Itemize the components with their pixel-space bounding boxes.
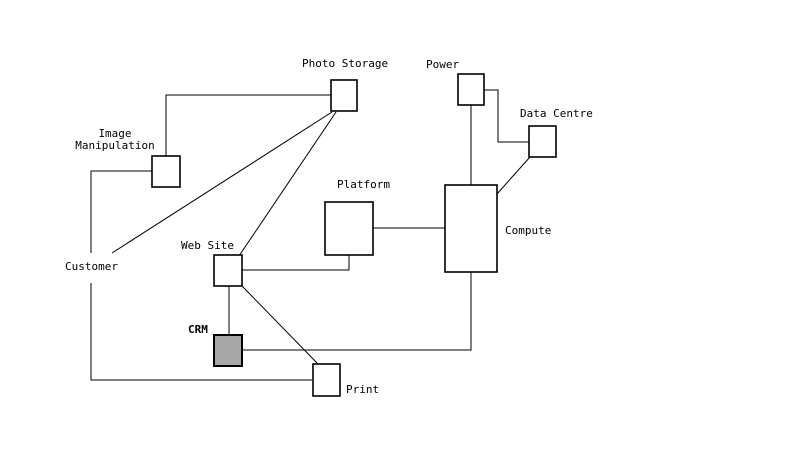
label-photo-storage: Photo Storage: [302, 57, 389, 70]
node-platform[interactable]: [324, 201, 374, 256]
edge-web-site-platform: [242, 255, 350, 271]
label-compute: Compute: [505, 224, 552, 237]
label-customer: Customer: [65, 260, 118, 273]
edge-image-manipulation-photo-storage: [165, 94, 331, 156]
edge-crm-compute: [242, 272, 472, 351]
node-image-manipulation[interactable]: [151, 155, 181, 188]
edge-web-site-print: [241, 285, 319, 365]
edge-customer-print: [90, 283, 312, 381]
node-print[interactable]: [312, 363, 341, 397]
edge-customer-photo-storage: [111, 111, 333, 254]
node-crm[interactable]: [213, 334, 243, 367]
label-image-manipulation-line2: Manipulation: [75, 139, 155, 152]
node-compute[interactable]: [444, 184, 498, 273]
edge-customer-image-manipulation: [90, 170, 152, 253]
node-data-centre[interactable]: [528, 125, 557, 158]
label-web-site: Web Site: [181, 239, 234, 252]
edge-web-site-photo-storage: [238, 111, 337, 257]
label-power: Power: [426, 58, 460, 71]
label-image-manipulation: Image Manipulation: [72, 128, 158, 152]
edge-compute-data-centre: [496, 156, 531, 195]
node-power[interactable]: [457, 73, 485, 106]
label-data-centre: Data Centre: [520, 107, 593, 120]
node-web-site[interactable]: [213, 254, 243, 287]
label-platform: Platform: [337, 178, 390, 191]
label-print: Print: [346, 383, 380, 396]
edge-power-data-centre: [484, 89, 529, 143]
node-photo-storage[interactable]: [330, 79, 358, 112]
label-image-manipulation-line1: Image: [98, 127, 132, 140]
label-crm: CRM: [188, 323, 208, 336]
